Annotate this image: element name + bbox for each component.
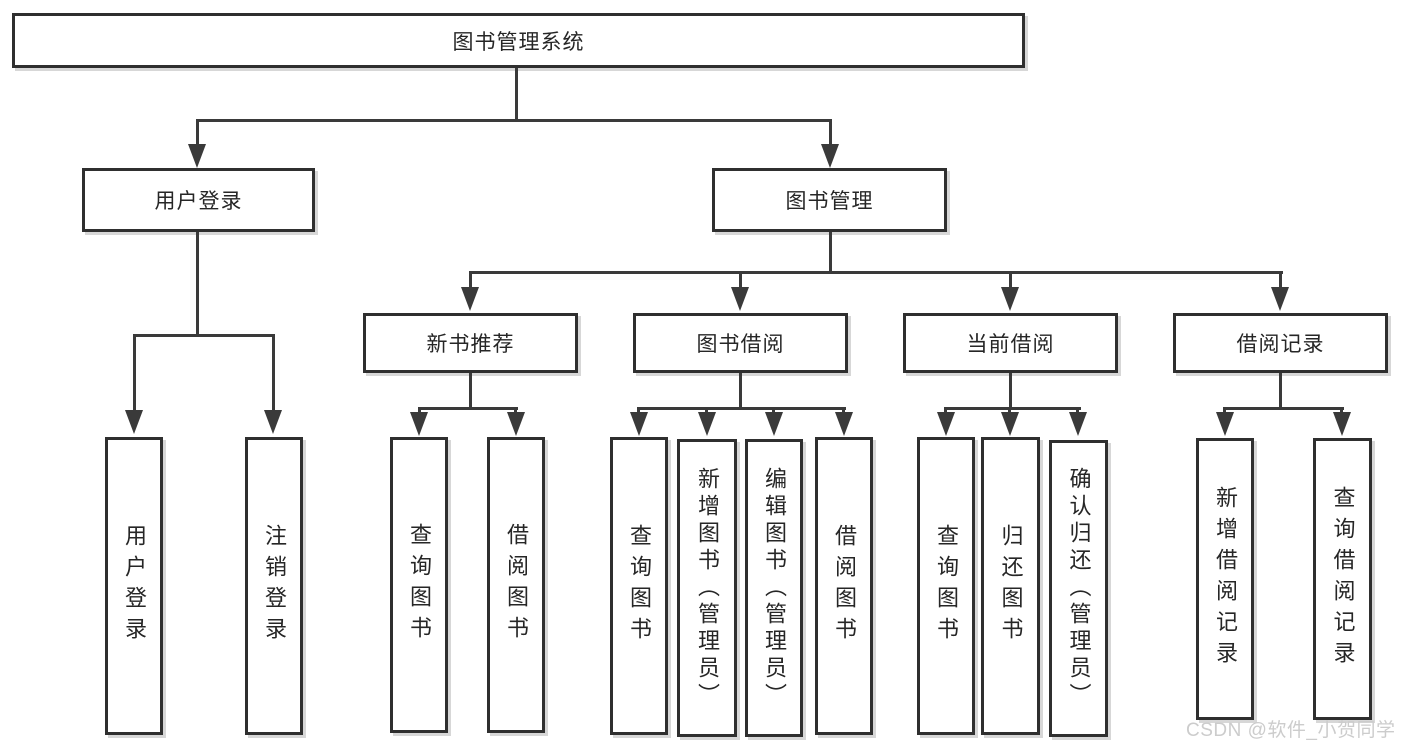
connector-line <box>1224 407 1344 410</box>
connector-line <box>772 407 775 415</box>
arrowhead-down-icon <box>507 412 525 436</box>
arrowhead-down-icon <box>821 144 839 168</box>
connector-line <box>196 119 832 122</box>
leaf-borrow-query-book: 查询图书 <box>610 437 668 735</box>
connector-line <box>1279 373 1282 409</box>
leaf-add-borrow-record: 新增借阅记录 <box>1196 438 1254 720</box>
connector-line <box>1223 407 1226 415</box>
leaf-edit-book-admin: 编辑图书（管理员） <box>745 439 803 737</box>
leaf-user-login: 用户登录 <box>105 437 163 735</box>
connector-line <box>1008 407 1011 415</box>
arrowhead-down-icon <box>1271 287 1289 311</box>
leaf-label: 注销登录 <box>262 524 287 648</box>
leaf-query-borrow-record: 查询借阅记录 <box>1313 438 1372 720</box>
connector-line <box>1279 271 1282 289</box>
arrowhead-down-icon <box>698 412 716 436</box>
arrowhead-down-icon <box>1333 412 1351 436</box>
connector-line <box>418 407 518 410</box>
arrowhead-down-icon <box>1001 412 1019 436</box>
connector-line <box>829 119 832 146</box>
leaf-label: 查询图书 <box>627 524 652 648</box>
connector-line <box>945 407 1081 410</box>
leaf-label: 查询图书 <box>934 524 959 648</box>
connector-line <box>739 271 742 289</box>
arrowhead-down-icon <box>125 410 143 434</box>
node-book-borrow-label: 图书借阅 <box>696 333 785 356</box>
connector-line <box>829 232 832 273</box>
leaf-label: 归还图书 <box>998 524 1024 648</box>
connector-line <box>133 334 136 412</box>
connector-line <box>842 407 845 415</box>
arrowhead-down-icon <box>1001 287 1019 311</box>
arrowhead-down-icon <box>188 144 206 168</box>
arrowhead-down-icon <box>937 412 955 436</box>
arrowhead-down-icon <box>264 410 282 434</box>
node-borrow-record: 借阅记录 <box>1173 313 1388 373</box>
leaf-label: 编辑图书（管理员） <box>762 466 787 710</box>
node-new-book-recommend-label: 新书推荐 <box>426 333 515 356</box>
connector-line <box>196 119 199 146</box>
connector-line <box>637 407 640 415</box>
leaf-recommend-query-book: 查询图书 <box>390 437 448 733</box>
leaf-current-query-book: 查询图书 <box>917 437 975 735</box>
node-book-borrow: 图书借阅 <box>633 313 848 373</box>
node-current-borrow: 当前借阅 <box>903 313 1118 373</box>
leaf-label: 借阅图书 <box>832 524 857 648</box>
arrowhead-down-icon <box>765 412 783 436</box>
connector-line <box>705 407 708 415</box>
leaf-label: 新增图书（管理员） <box>695 466 720 710</box>
arrowhead-down-icon <box>630 412 648 436</box>
connector-line <box>515 68 518 121</box>
arrowhead-down-icon <box>461 287 479 311</box>
connector-line <box>272 334 275 412</box>
node-current-borrow-label: 当前借阅 <box>966 333 1055 356</box>
leaf-label: 确认归还（管理员） <box>1066 467 1092 710</box>
connector-line <box>1009 373 1012 409</box>
arrowhead-down-icon <box>1069 412 1087 436</box>
connector-line <box>514 407 517 415</box>
csdn-watermark: CSDN @软件_小贺同学 <box>1186 720 1396 741</box>
connector-line <box>469 373 472 409</box>
leaf-return-book: 归还图书 <box>981 437 1040 735</box>
connector-line <box>944 407 947 415</box>
connector-line <box>1076 407 1079 415</box>
node-book-management-label: 图书管理 <box>785 190 874 213</box>
leaf-add-book-admin: 新增图书（管理员） <box>677 439 737 737</box>
arrowhead-down-icon <box>1216 412 1234 436</box>
node-root-label: 图书管理系统 <box>452 30 585 54</box>
leaf-recommend-borrow-book: 借阅图书 <box>487 437 545 733</box>
connector-line <box>418 407 421 415</box>
node-user-login: 用户登录 <box>82 168 315 232</box>
node-new-book-recommend: 新书推荐 <box>363 313 578 373</box>
connector-line <box>638 407 846 410</box>
leaf-borrow-book: 借阅图书 <box>815 437 873 735</box>
connector-line <box>1340 407 1343 415</box>
connector-line <box>1009 271 1012 289</box>
arrowhead-down-icon <box>410 412 428 436</box>
leaf-label: 用户登录 <box>122 524 147 648</box>
leaf-label: 新增借阅记录 <box>1213 486 1238 672</box>
leaf-logout: 注销登录 <box>245 437 303 735</box>
node-borrow-record-label: 借阅记录 <box>1236 333 1325 356</box>
connector-line <box>469 271 472 289</box>
connector-line <box>133 334 275 337</box>
node-book-management: 图书管理 <box>712 168 947 232</box>
connector-line <box>196 232 199 335</box>
node-root: 图书管理系统 <box>12 13 1025 68</box>
connector-line <box>739 373 742 409</box>
leaf-confirm-return-admin: 确认归还（管理员） <box>1049 440 1108 737</box>
node-user-login-label: 用户登录 <box>154 190 243 213</box>
arrowhead-down-icon <box>731 287 749 311</box>
leaf-label: 查询图书 <box>407 523 432 647</box>
arrowhead-down-icon <box>835 412 853 436</box>
leaf-label: 借阅图书 <box>504 523 529 647</box>
connector-line <box>469 271 1283 274</box>
leaf-label: 查询借阅记录 <box>1330 486 1356 672</box>
